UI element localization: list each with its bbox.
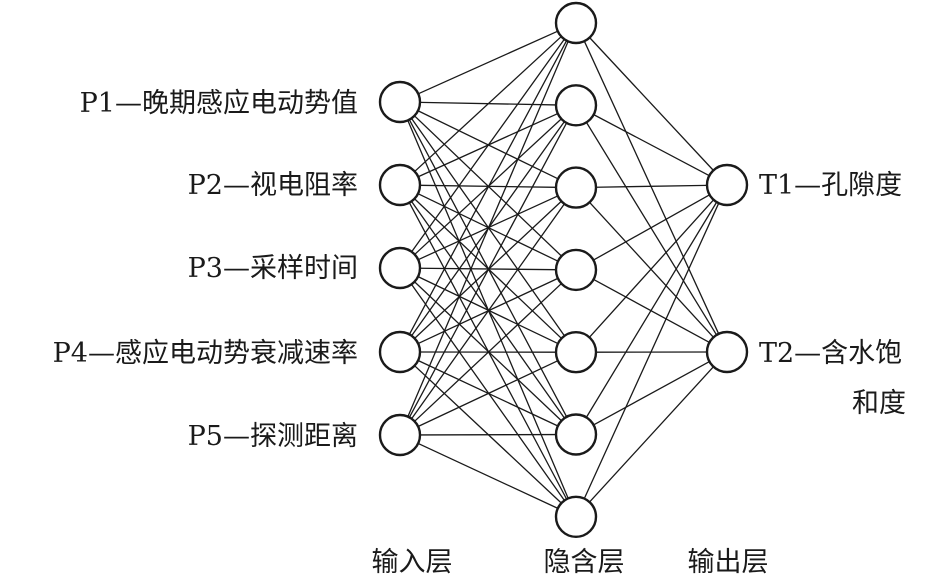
- edge-hidden-4-output-1: [593, 194, 710, 261]
- hidden-node-7: [554, 495, 598, 538]
- edge-hidden-5-output-1: [588, 199, 715, 338]
- output-label-t1: T1—孔隙度: [759, 170, 902, 201]
- input-label-p4: P4—感应电动势衰减速率: [53, 338, 358, 369]
- connection-lines: [407, 30, 720, 509]
- edge-hidden-7-output-1: [583, 202, 720, 499]
- edge-input-3-hidden-6: [414, 281, 562, 422]
- layer-caption-input: 输入层: [372, 547, 453, 578]
- input-label-p2: P2—视电阻率: [188, 170, 358, 201]
- hidden-node-3: [554, 166, 598, 209]
- input-label-p3: P3—采样时间: [188, 253, 358, 284]
- edge-hidden-6-output-2: [593, 361, 710, 426]
- layer-caption-hidden: 隐含层: [544, 547, 625, 578]
- hidden-node-6: [554, 413, 598, 456]
- input-node-4: [378, 330, 422, 374]
- edge-input-4-hidden-1: [408, 40, 568, 335]
- edge-input-5-hidden-4: [414, 283, 562, 422]
- input-node-1: [378, 80, 422, 124]
- edge-input-5-hidden-7: [417, 442, 559, 509]
- edge-input-5-hidden-2: [408, 122, 568, 418]
- input-node-5: [378, 413, 422, 457]
- edge-hidden-3-output-1: [595, 184, 708, 188]
- edge-hidden-3-output-2: [589, 201, 714, 338]
- output-node-2: [705, 330, 749, 374]
- edge-input-3-hidden-7: [411, 283, 565, 501]
- layer-caption-output: 输出层: [688, 547, 769, 578]
- edge-hidden-1-output-2: [583, 40, 720, 335]
- output-node-1: [705, 163, 749, 207]
- edge-input-3-hidden-5: [417, 276, 559, 345]
- edge-hidden-1-output-1: [589, 37, 714, 171]
- edge-input-2-hidden-1: [414, 36, 562, 172]
- edge-hidden-2-output-1: [593, 114, 710, 177]
- edge-input-5-hidden-5: [417, 360, 559, 428]
- hidden-node-2: [554, 84, 598, 127]
- edge-input-1-hidden-1: [417, 30, 559, 95]
- hidden-node-4: [554, 248, 598, 292]
- output-label-t2-line2: 和度: [852, 388, 906, 419]
- edge-input-3-hidden-1: [411, 38, 565, 253]
- hidden-node-5: [554, 331, 598, 374]
- neurons: [378, 1, 749, 538]
- input-label-p1: P1—晚期感应电动势值: [80, 88, 358, 119]
- hidden-node-1: [554, 1, 598, 45]
- input-label-p5: P5—探测距离: [188, 421, 358, 452]
- edge-input-5-hidden-1: [407, 41, 569, 417]
- input-node-2: [378, 163, 422, 207]
- edge-hidden-2-output-2: [585, 122, 718, 336]
- output-label-t2: T2—含水饱: [759, 338, 902, 369]
- edge-hidden-7-output-2: [589, 366, 714, 503]
- input-node-3: [378, 246, 422, 290]
- edge-hidden-6-output-1: [585, 201, 718, 418]
- edge-input-5-hidden-3: [411, 203, 565, 420]
